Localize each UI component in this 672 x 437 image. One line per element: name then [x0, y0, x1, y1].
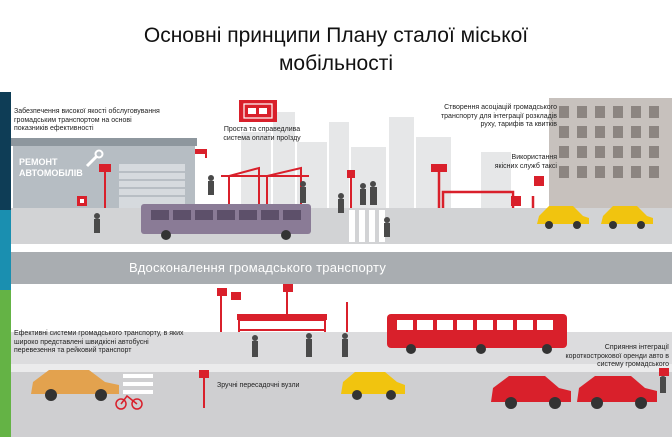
- rental-car-1: [491, 376, 571, 409]
- rental-car-2: [577, 376, 657, 409]
- crosswalk-lower: [123, 374, 153, 394]
- bus-stop-sign-icon: [347, 170, 355, 208]
- label-taxi: Використання якісних служб таксі: [467, 154, 557, 171]
- garage-sign-line2: АВТОМОБІЛІВ: [19, 168, 83, 178]
- label-line: перевезення та рейковий транспорт: [14, 347, 132, 354]
- label-line: Зручні пересадочні вузли: [217, 382, 300, 389]
- label-line: Проста та справедлива: [223, 126, 301, 133]
- label-line: систему громадського: [597, 361, 669, 368]
- label-line: Ефективні системи громадського транспорт…: [14, 330, 184, 337]
- illustration-svg: РЕМОНТ АВТОМОБІЛІВ: [11, 98, 672, 437]
- bottom-street: [11, 372, 672, 437]
- slide-title: Основні принципи Плану сталої міської мо…: [0, 22, 672, 78]
- apartment-building: [549, 98, 672, 210]
- rail-sign: [283, 284, 293, 292]
- label-line: Використання: [511, 154, 557, 161]
- side-bar-green: [0, 290, 11, 437]
- label-line: якісних служб таксі: [494, 162, 557, 170]
- side-bar-teal: [0, 210, 11, 290]
- garage-sign-line1: РЕМОНТ: [19, 157, 58, 167]
- taxi-2: [601, 206, 653, 229]
- traffic-light-icon: [99, 164, 111, 208]
- crosswalk-upper: [349, 210, 385, 242]
- label-line: руху, тарифів та квитків: [480, 121, 557, 128]
- bus-purple: [141, 204, 311, 240]
- station-roof: [237, 314, 327, 320]
- banner-title: Вдосконалення громадського транспорту: [129, 260, 387, 275]
- label-line: Забезпечення високої якості обслуговуван…: [14, 108, 160, 115]
- label-line: транспорту для інтеграції розкладів: [440, 112, 557, 120]
- side-bar-dark: [0, 92, 11, 210]
- taxi-lower: [341, 372, 405, 400]
- lower-sidewalk: [11, 364, 672, 372]
- hub-sign: [199, 370, 209, 378]
- slide-title-line1: Основні принципи Плану сталої міської: [143, 24, 529, 47]
- city-mobility-illustration: РЕМОНТ АВТОМОБІЛІВ: [11, 92, 672, 437]
- bus-red: [387, 314, 567, 354]
- tram-sign: [431, 164, 447, 172]
- pedestrians-lower: [252, 333, 348, 357]
- taxi-1: [537, 206, 589, 229]
- label-hubs: Зручні пересадочні вузли: [217, 382, 337, 391]
- label-line: громадським транспортом на основі: [14, 116, 132, 124]
- taxi-stand-sign: [534, 176, 544, 186]
- label-line: Сприяння інтеграції: [604, 344, 669, 351]
- bus-sign: [231, 292, 241, 300]
- pedestrians-upper: [94, 175, 390, 237]
- tram-stop-sign: [511, 196, 521, 206]
- label-line: показників ефективності: [14, 125, 94, 132]
- label-service-quality: Забезпечення високої якості обслуговуван…: [14, 108, 204, 134]
- label-line: Створення асоціацій громадського: [444, 104, 557, 111]
- car-orange: [31, 370, 119, 401]
- slide-title-line2: мобільності: [278, 52, 394, 75]
- label-association: Створення асоціацій громадського транспо…: [411, 104, 557, 130]
- banner-band: [11, 252, 672, 284]
- bicycle-icon: [115, 394, 143, 410]
- label-line: система оплати проїзду: [223, 134, 301, 142]
- metro-sign: [217, 288, 227, 296]
- label-effective-systems: Ефективні системи громадського транспорт…: [14, 330, 214, 356]
- wrench-icon: [85, 149, 104, 168]
- ticket-icon: [239, 100, 277, 122]
- rental-sign: [659, 368, 669, 376]
- taxi-sign-icon: [77, 196, 87, 206]
- garage-building: РЕМОНТ АВТОМОБІЛІВ: [11, 138, 197, 208]
- label-line: короткострокової оренди авто в: [565, 352, 669, 360]
- label-line: широко представлені швидкісні автобусні: [14, 338, 149, 346]
- label-fare-system: Проста та справедлива система оплати про…: [207, 126, 317, 143]
- label-car-rental: Сприяння інтеграції короткострокової оре…: [519, 344, 669, 370]
- camera-icon: [195, 149, 207, 158]
- hub-pole: [203, 378, 205, 408]
